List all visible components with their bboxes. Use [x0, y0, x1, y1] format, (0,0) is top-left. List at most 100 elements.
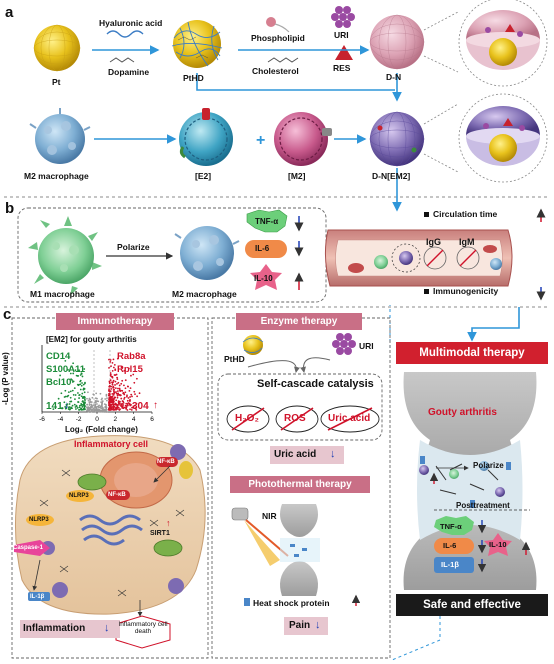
volcano-point-up [109, 404, 112, 407]
volcano-point-down [71, 381, 74, 383]
hsp-label: Heat shock protein [253, 598, 330, 608]
connector-pthd-dnem2 [196, 73, 395, 91]
nfkb-label-2: NF-κB [108, 492, 126, 498]
photothermal-header-bg [230, 476, 370, 493]
volcano-point-ns [92, 393, 95, 396]
volcano-point-up [126, 399, 129, 402]
m1-macrophage-cell [28, 216, 102, 296]
volcano-point-up [111, 406, 113, 409]
volcano-point-down [69, 372, 72, 375]
panel-a: + [29, 0, 548, 183]
ros-label: ROS [284, 413, 306, 424]
arrow-to-multimodal [467, 307, 520, 342]
volcano-point-up [114, 387, 117, 390]
volcano-point-up [119, 394, 122, 397]
pt-nanoparticle [33, 24, 81, 72]
volcano-point-down [68, 403, 71, 405]
polarize-label: Polarize [117, 242, 150, 252]
volcano-point-up [109, 406, 112, 409]
volcano-point-ns [105, 405, 107, 408]
volcano-point-up [112, 386, 115, 389]
volcano-point-up [129, 408, 131, 411]
volcano-point-ns [96, 403, 98, 405]
volcano-point-up [121, 389, 124, 392]
volcano-point-down [78, 393, 81, 396]
dn-nanoparticle [369, 14, 425, 70]
volcano-point-ns [95, 401, 98, 403]
uri-label: URI [334, 30, 349, 40]
volcano-point-ns [87, 410, 90, 413]
volcano-point-up [113, 390, 115, 393]
pthd-small-icon [242, 335, 264, 355]
volcano-point-ns [103, 410, 106, 413]
enzyme-header: Enzyme therapy [260, 316, 338, 327]
safe-effective-bg [396, 594, 548, 616]
tnf-badge-right [434, 516, 474, 535]
volcano-point-up [131, 406, 133, 409]
h2o2-bubble [226, 405, 270, 433]
volcano-point-down [78, 369, 81, 372]
volcano-point-down [59, 374, 62, 377]
m2-label: [M2] [288, 171, 306, 181]
volcano-point-down [79, 383, 82, 386]
nfkb-marker-top [156, 457, 178, 467]
volcano-point-ns [100, 401, 103, 404]
cascade-box [217, 373, 383, 441]
volcano-point-up [114, 384, 116, 386]
volcano-point-down [67, 368, 69, 371]
volcano-point-up [116, 376, 119, 379]
dn-cross-section-inset [458, 0, 548, 87]
il10-label: IL-10 [254, 274, 273, 283]
volcano-point-up [115, 407, 118, 409]
volcano-point-up [111, 393, 114, 395]
volcano-point-ns [97, 400, 100, 403]
enzyme-photothermal-box [211, 317, 391, 659]
e2-label: [E2] [195, 171, 212, 181]
joint-schematic-small [280, 504, 320, 596]
volcano-point-up [108, 397, 111, 399]
volcano-point-down [83, 368, 86, 370]
volcano-point-down [57, 397, 60, 400]
volcano-point-up [116, 390, 119, 393]
x-tick-label: -2 [76, 416, 82, 423]
il1b-badge-right [434, 557, 474, 573]
volcano-point-ns [89, 398, 92, 401]
inflammation-down-arrow: ↓ [104, 622, 110, 634]
volcano-point-up [124, 391, 127, 394]
volcano-point-up [108, 385, 111, 388]
volcano-point-up [108, 367, 110, 369]
uric-acid-footer: Uric acid [274, 449, 317, 460]
volcano-point-ns [98, 408, 101, 411]
volcano-xlabel: Log₂ (Fold change) [65, 425, 138, 434]
volcano-point-down [78, 409, 80, 411]
volcano-point-up [122, 404, 125, 406]
tnf-label: TNF-α [255, 217, 279, 226]
gene-up-0: Rab8a [117, 351, 146, 362]
volcano-point-down [52, 408, 55, 411]
pthd-small-label: PtHD [224, 354, 245, 364]
pain-down-arrow: ↓ [315, 619, 321, 631]
volcano-point-up [108, 407, 111, 410]
volcano-ylabel: -Log (P value) [1, 352, 10, 405]
volcano-point-up [111, 396, 114, 399]
volcano-point-ns [94, 397, 97, 400]
volcano-point-up [133, 381, 136, 384]
up-count-arrow: ↑ [153, 400, 158, 411]
volcano-point-ns [105, 403, 107, 406]
volcano-point-down [72, 394, 75, 396]
nlrp3-label-1: NLRP3 [29, 517, 49, 523]
volcano-point-up [113, 392, 115, 395]
volcano-point-ns [94, 404, 97, 407]
il6-right-label: IL-6 [443, 541, 457, 550]
volcano-point-down [78, 406, 81, 409]
volcano-point-up [138, 392, 141, 395]
multimodal-header-bg [396, 342, 548, 364]
volcano-point-up [112, 403, 114, 406]
volcano-point-down [74, 369, 77, 372]
volcano-point-up [133, 390, 136, 393]
volcano-point-down [77, 392, 79, 394]
volcano-point-up [114, 380, 117, 383]
up-count: 304 [132, 401, 149, 412]
